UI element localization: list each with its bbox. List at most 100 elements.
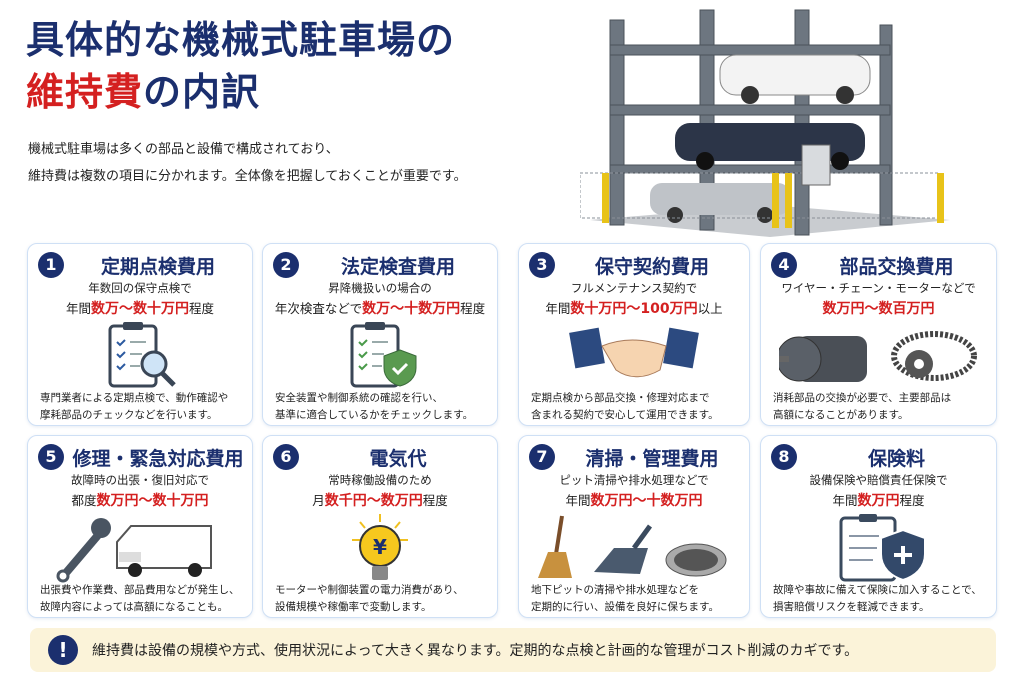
card-number-badge: 1: [38, 252, 64, 278]
exclamation-icon: !: [48, 635, 78, 665]
card-cost-line: 年間数万円～十数万円: [519, 490, 749, 510]
cost-range: 数万円～十数万円: [590, 493, 703, 509]
card-summary-line: 常時稼働設備のため: [328, 473, 432, 487]
cost-prefix: 年間: [545, 301, 571, 316]
motor-chain-icon: [761, 320, 996, 392]
description-line-1: 地下ピットの清掃や排水処理などを: [531, 584, 699, 596]
subtitle: 機械式駐車場は多くの部品と設備で構成されており、 維持費は複数の項目に分かれます…: [28, 136, 467, 190]
card-summary-line: ワイヤー・チェーン・モーターなどで: [781, 281, 976, 295]
card-summary-line: 年数回の保守点検で: [88, 281, 192, 295]
card-cost-line: 月数千円～数万円程度: [263, 490, 497, 510]
card-description: 安全装置や制御系統の確認を行い、基準に適合しているかをチェックします。: [275, 390, 489, 424]
cost-range: 数万～数十万円: [91, 301, 189, 317]
title-highlight: 維持費: [26, 70, 144, 114]
handshake-icon: [519, 320, 749, 392]
cost-suffix: 程度: [422, 493, 448, 508]
cost-prefix: 年間: [565, 493, 591, 508]
description-line-2: 定期的に行い、設備を良好に保ちます。: [531, 601, 719, 613]
card-title: 電気代: [369, 448, 427, 470]
card-title: 保守契約費用: [594, 256, 709, 278]
card-summary-line: 設備保険や賠償責任保険で: [809, 473, 948, 487]
card-summary-line: ピット清掃や排水処理などで: [559, 473, 709, 487]
card-number-badge: 8: [771, 444, 797, 470]
description-line-2: 損害賠償リスクを軽減できます。: [773, 601, 930, 613]
card-cost-line: 年間数十万円～100万円以上: [519, 298, 749, 318]
subtitle-line-2: 維持費は複数の項目に分かれます。全体像を把握しておくことが重要です。: [28, 169, 467, 184]
card-title: 清掃・管理費用: [585, 448, 719, 470]
description-line-2: 高額になることがあります。: [773, 409, 909, 421]
cost-range: 数万円: [857, 493, 900, 509]
svg-text:¥: ¥: [373, 535, 387, 559]
card-number-badge: 3: [529, 252, 555, 278]
cost-card-2: 2 法定検査費用 昇降機扱いの場合の 年次検査などで数万～十数万円程度 安全装置…: [262, 243, 498, 426]
card-description: 故障や事故に備えて保険に加入することで、損害賠償リスクを軽減できます。: [773, 582, 988, 616]
page-title: 具体的な機械式駐車場の 維持費の内訳: [26, 14, 455, 118]
title-line-1: 具体的な機械式駐車場の: [26, 18, 456, 62]
title-rest: の内訳: [143, 70, 261, 114]
cost-prefix: 都度: [71, 493, 97, 508]
cost-card-3: 3 保守契約費用 フルメンテナンス契約で 年間数十万円～100万円以上 定期点検…: [518, 243, 750, 426]
description-line-2: 含まれる契約で安心して運用できます。: [531, 409, 719, 421]
cost-range: 数十万円～100万円: [570, 301, 698, 317]
description-line-1: 消耗部品の交換が必要で、主要部品は: [773, 392, 952, 404]
subtitle-line-1: 機械式駐車場は多くの部品と設備で構成されており、: [28, 142, 339, 157]
card-summary-line: 故障時の出張・復旧対応で: [71, 473, 209, 487]
card-description: モーターや制御装置の電力消費があり、設備規模や稼働率で変動します。: [275, 582, 489, 616]
cost-prefix: 月: [312, 493, 325, 508]
cost-suffix: 以上: [697, 301, 723, 316]
card-number-badge: 4: [771, 252, 797, 278]
card-cost-line: 都度数万円～数十万円: [28, 490, 252, 510]
cost-card-6: 6 電気代 常時稼働設備のため 月数千円～数万円程度 ¥ モーターや制御装置の電…: [262, 435, 498, 618]
cost-range: 数万～十数万円: [362, 301, 461, 317]
card-summary-line: 昇降機扱いの場合の: [328, 281, 432, 295]
cost-range: 数千円～数万円: [324, 493, 423, 509]
clipboard-magnifier-icon: [28, 320, 252, 392]
yen-lightbulb-icon: ¥: [263, 512, 497, 584]
card-title: 部品交換費用: [839, 256, 954, 278]
card-title: 修理・緊急対応費用: [72, 448, 244, 470]
mechanical-parking-illustration: [580, 9, 950, 237]
description-line-1: 故障や事故に備えて保険に加入することで、: [773, 584, 982, 596]
card-title: 定期点検費用: [100, 256, 215, 278]
cost-prefix: 年次検査などで: [274, 301, 363, 316]
cost-card-5: 5 修理・緊急対応費用 故障時の出張・復旧対応で 都度数万円～数十万円 出張費や…: [27, 435, 253, 618]
description-line-2: 基準に適合しているかをチェックします。: [275, 409, 474, 421]
card-description: 消耗部品の交換が必要で、主要部品は高額になることがあります。: [773, 390, 988, 424]
card-title: 法定検査費用: [340, 256, 455, 278]
description-line-2: 摩耗部品のチェックなどを行います。: [40, 409, 218, 421]
broom-dustpan-drain-icon: [519, 512, 749, 584]
notice-text: 維持費は設備の規模や方式、使用状況によって大きく異なります。定期的な点検と計画的…: [92, 643, 859, 659]
cost-range: 数万円～数十万円: [96, 493, 209, 509]
card-number-badge: 2: [273, 252, 299, 278]
description-line-2: 設備規模や稼働率で変動します。: [275, 601, 432, 613]
wrench-van-icon: [28, 512, 252, 584]
cost-suffix: 程度: [460, 301, 486, 316]
description-line-2: 故障内容によっては高額になることも。: [40, 601, 228, 613]
cost-prefix: 年間: [65, 301, 91, 316]
card-description: 地下ピットの清掃や排水処理などを定期的に行い、設備を良好に保ちます。: [531, 582, 741, 616]
cost-card-4: 4 部品交換費用 ワイヤー・チェーン・モーターなどで 数万円～数百万円 消耗部品…: [760, 243, 997, 426]
cost-suffix: 程度: [189, 301, 215, 316]
card-cost-line: 年間数万円程度: [761, 490, 996, 510]
cost-card-1: 1 定期点検費用 年数回の保守点検で 年間数万～数十万円程度 専門業者による定期…: [27, 243, 253, 426]
card-cost-line: 数万円～数百万円: [761, 298, 996, 318]
card-title: 保険料: [867, 448, 925, 470]
notice-banner: ! 維持費は設備の規模や方式、使用状況によって大きく異なります。定期的な点検と計…: [30, 628, 996, 672]
card-description: 出張費や作業費、部品費用などが発生し、故障内容によっては高額になることも。: [40, 582, 244, 616]
card-cost-line: 年次検査などで数万～十数万円程度: [263, 298, 497, 318]
clipboard-shield-check-icon: [263, 320, 497, 392]
description-line-1: 出張費や作業費、部品費用などが発生し、: [40, 584, 240, 596]
description-line-1: 専門業者による定期点検で、動作確認や: [40, 392, 229, 404]
clipboard-shield-plus-icon: [761, 512, 996, 584]
card-description: 定期点検から部品交換・修理対応まで含まれる契約で安心して運用できます。: [531, 390, 741, 424]
description-line-1: モーターや制御装置の電力消費があり、: [275, 584, 464, 596]
description-line-1: 定期点検から部品交換・修理対応まで: [531, 392, 710, 404]
cost-range: 数万円～数百万円: [822, 301, 935, 317]
cost-card-7: 7 清掃・管理費用 ピット清掃や排水処理などで 年間数万円～十数万円 地下ピット…: [518, 435, 750, 618]
title-line-2: 維持費の内訳: [26, 66, 455, 118]
description-line-1: 安全装置や制御系統の確認を行い、: [275, 392, 443, 404]
cost-card-8: 8 保険料 設備保険や賠償責任保険で 年間数万円程度 故障や事故に備えて保険に加…: [760, 435, 997, 618]
cost-prefix: 年間: [832, 493, 858, 508]
card-cost-line: 年間数万～数十万円程度: [28, 298, 252, 318]
card-number-badge: 6: [273, 444, 299, 470]
